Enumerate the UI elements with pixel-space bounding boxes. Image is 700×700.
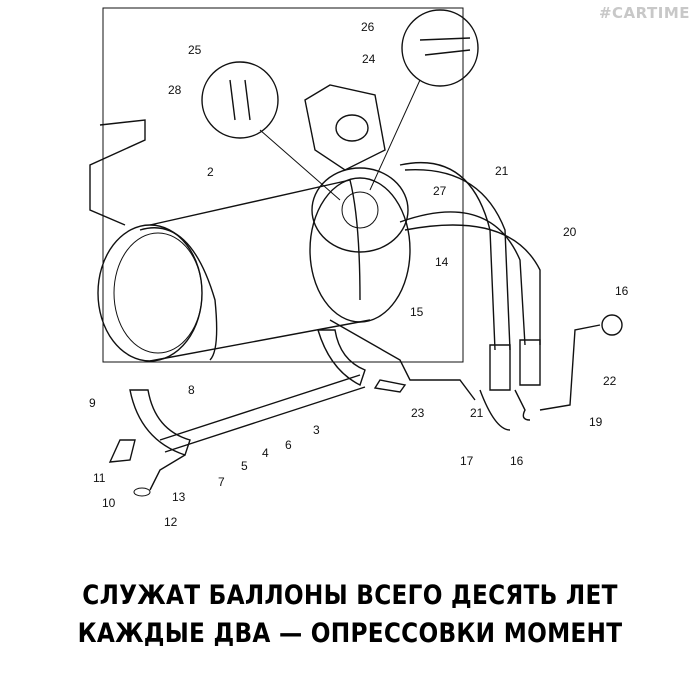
callout: 6 (285, 438, 292, 452)
callout: 13 (172, 490, 186, 504)
filler-connector (601, 314, 623, 336)
gas-tank (97, 177, 411, 362)
callout: 3 (313, 423, 320, 437)
callout: 17 (460, 454, 474, 468)
caption-line-1: СЛУЖАТ БАЛЛОНЫ ВСЕГО ДЕСЯТЬ ЛЕТ (82, 580, 618, 611)
callout: 25 (188, 43, 202, 57)
callout: 2 (207, 165, 214, 179)
callout: 28 (168, 83, 182, 97)
callout: 27 (433, 184, 447, 198)
callout-labels: 25 28 26 24 2 21 27 20 14 15 16 22 19 23… (89, 20, 629, 529)
callout: 26 (361, 20, 375, 34)
callout: 15 (410, 305, 424, 319)
multivalve (304, 84, 409, 253)
callout: 20 (563, 225, 577, 239)
detail-circle-right (401, 9, 479, 87)
callout: 21 (470, 406, 484, 420)
callout: 11 (93, 471, 106, 485)
callout: 24 (362, 52, 376, 66)
hoses (399, 161, 541, 431)
caption-line-2: КАЖДЫЕ ДВА — ОПРЕССОВКИ МОМЕНТ (77, 618, 623, 649)
callout: 8 (188, 383, 195, 397)
callout: 16 (615, 284, 629, 298)
detail-circle-left (201, 61, 279, 139)
callout: 9 (89, 396, 96, 410)
callout: 7 (218, 475, 225, 489)
callout: 5 (241, 459, 248, 473)
callout: 23 (411, 406, 425, 420)
callout: 22 (603, 374, 617, 388)
watermark: #CARTIME (598, 4, 690, 22)
callout: 14 (435, 255, 449, 269)
callout: 21 (495, 164, 509, 178)
callout: 12 (164, 515, 178, 529)
callout: 4 (262, 446, 269, 460)
mounting-brackets (108, 329, 407, 497)
diagram-frame (102, 7, 464, 363)
callout: 16 (510, 454, 524, 468)
callout: 10 (102, 496, 116, 510)
callout: 19 (589, 415, 603, 429)
